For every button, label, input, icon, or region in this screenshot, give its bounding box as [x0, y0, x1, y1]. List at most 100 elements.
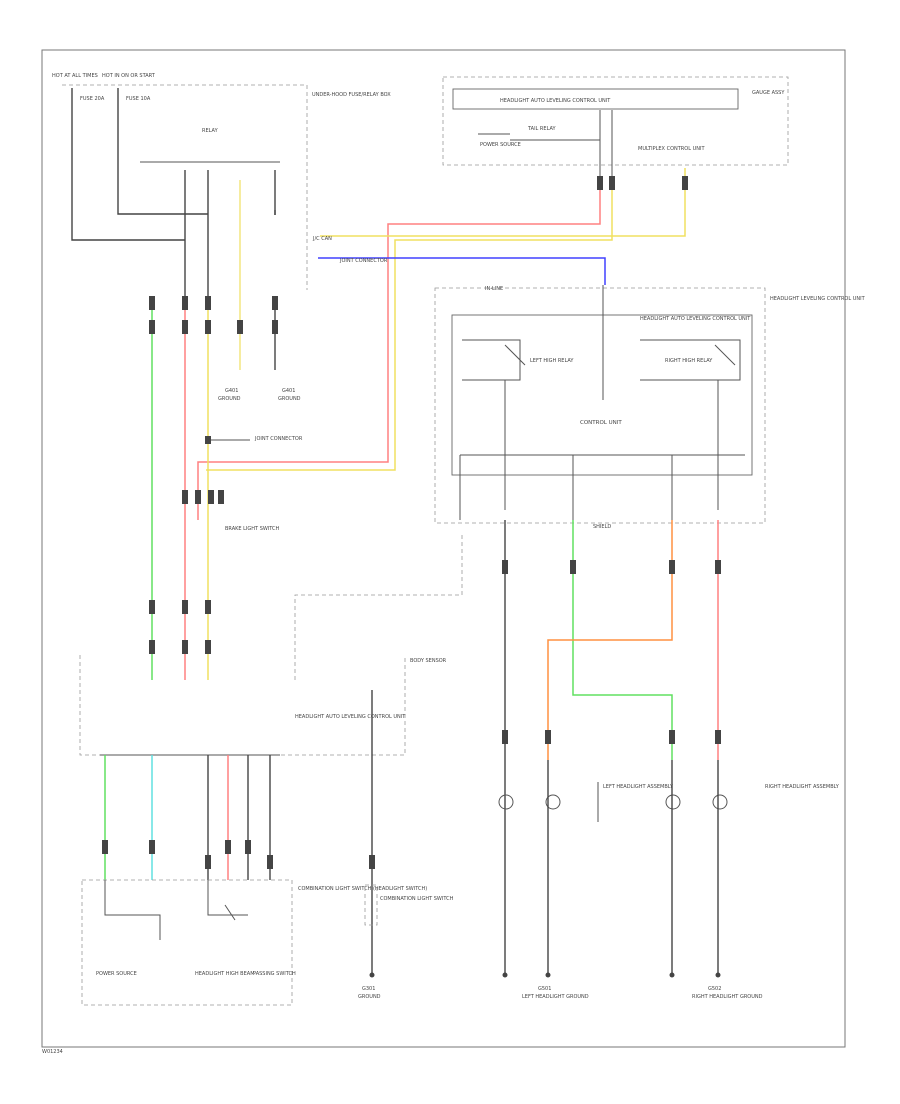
gauge-power-label: POWER SOURCE [480, 142, 521, 148]
conn-gauge-2 [609, 176, 615, 190]
ground-left-sub-label: GROUND [358, 994, 381, 1000]
wire-yellow-gauge [206, 180, 613, 471]
conn-l12 [205, 600, 211, 614]
wire-red-gauge [197, 180, 601, 520]
under-hood-box-label: UNDER-HOOD FUSE/RELAY BOX [312, 92, 391, 98]
mid-right-relay-label: RIGHT HIGH RELAY [665, 358, 713, 364]
bottom-sw1-label: POWER SOURCE [96, 971, 137, 977]
dotted-sensor-line [294, 535, 463, 680]
relay-right-switch [714, 344, 736, 366]
wire-orange-mid [547, 520, 673, 760]
conn-l3 [205, 296, 211, 310]
conn-l15 [205, 640, 211, 654]
can-splice-label: J/C CAN [312, 236, 332, 242]
conn-l13 [149, 640, 155, 654]
ground-m3-icon [669, 972, 675, 978]
wire-hot-left [71, 88, 185, 241]
conn-l8 [182, 320, 188, 334]
hot-in-run-label: HOT IN ON OR START [102, 73, 156, 79]
left-headlight-label: LEFT HEADLIGHT ASSEMBLY [603, 784, 674, 790]
sw-splice-box [364, 884, 378, 926]
conn-l11 [182, 600, 188, 614]
sw-path-1 [104, 880, 161, 940]
left-low-bulb-icon [498, 794, 514, 810]
conn-l6 [272, 320, 278, 334]
right-headlight-label: RIGHT HEADLIGHT ASSEMBLY [765, 784, 840, 790]
gauge-side-label: GAUGE ASSY [752, 90, 785, 96]
conn-l14 [182, 640, 188, 654]
conn-l7 [149, 320, 155, 334]
conn-j2 [195, 490, 201, 504]
leveling-inner-box [451, 314, 753, 476]
footer-code: W01234 [42, 1049, 63, 1055]
wire-yellow-multi [320, 168, 686, 237]
conn-gauge-1 [597, 176, 603, 190]
conn-s4 [225, 840, 231, 854]
right-low-bulb-icon [665, 794, 681, 810]
gauge-tail-label: TAIL RELAY [527, 126, 557, 132]
can-splice-sub-label: JOINT CONNECTOR [339, 258, 388, 264]
relay-right-coil [640, 339, 741, 381]
ground-right-sub-label: RIGHT HEADLIGHT GROUND [692, 994, 763, 1000]
conn-l1 [149, 296, 155, 310]
conn-l9 [205, 320, 211, 334]
conn-h2 [545, 730, 551, 744]
mid-left-relay-label: LEFT HIGH RELAY [530, 358, 574, 364]
wire-green-mid [572, 520, 673, 760]
conn-s6 [267, 855, 273, 869]
conn-m1 [502, 560, 508, 574]
conn-s7 [369, 855, 375, 869]
leveling-side-label: IN-LINE [485, 286, 503, 292]
relay-left-coil [462, 339, 521, 381]
right-high-bulb-icon [712, 794, 728, 810]
conn-m3 [669, 560, 675, 574]
conn-j4 [218, 490, 224, 504]
wire-hot-run [117, 88, 208, 215]
ground-mid-label: G501 [538, 986, 551, 992]
conn-m4 [715, 560, 721, 574]
joint-conn-2-label: BRAKE LIGHT SWITCH [225, 526, 280, 532]
conn-s2 [149, 840, 155, 854]
g-left-label: G401 [225, 388, 238, 394]
conn-l4 [272, 296, 278, 310]
g-left-sub-label: GROUND [218, 396, 241, 402]
ground-left-label: G301 [362, 986, 375, 992]
gauge-inner-label: HEADLIGHT AUTO LEVELING CONTROL UNIT [500, 98, 611, 104]
conn-j1 [182, 490, 188, 504]
g-right-label: G401 [282, 388, 295, 394]
leveling-module-box [434, 287, 766, 524]
ground-right-icon [715, 972, 721, 978]
fuse-right-label: FUSE 10A [126, 96, 151, 102]
conn-s5 [245, 840, 251, 854]
bottom-sw2-label: HEADLIGHT HIGH BEAM [195, 971, 255, 977]
sw-contact [224, 904, 236, 921]
wire-blue-can [318, 257, 606, 285]
conn-m2 [570, 560, 576, 574]
ground-left-icon [369, 972, 375, 978]
dc-shunt-label: SHIELD [593, 524, 611, 530]
mid-control-label: CONTROL UNIT [580, 420, 622, 426]
conn-l5 [237, 320, 243, 334]
relay-left-switch [504, 344, 526, 366]
conn-s3 [205, 855, 211, 869]
sw-box-label: COMBINATION LIGHT SWITCH [380, 896, 454, 902]
headlight-switch-box-label: COMBINATION LIGHT SWITCH (HEADLIGHT SWIT… [298, 886, 427, 892]
leveling-unit-left-label: HEADLIGHT AUTO LEVELING CONTROL UNIT [640, 316, 751, 322]
headlight-leveling-box [79, 655, 406, 756]
conn-s1 [102, 840, 108, 854]
bottom-conn-label: BODY SENSOR [410, 658, 447, 664]
gauge-inner-box [452, 88, 739, 110]
fuse-left-label: FUSE 20A [80, 96, 105, 102]
under-hood-box-outline [62, 84, 308, 290]
conn-h1 [502, 730, 508, 744]
gauge-multi-label: MULTIPLEX CONTROL UNIT [638, 146, 705, 152]
headlight-switch-box [81, 879, 293, 1006]
diagram-frame [41, 49, 846, 1048]
hot-at-all-times-label: HOT AT ALL TIMES [52, 73, 98, 79]
conn-h3 [669, 730, 675, 744]
relay-label: RELAY [202, 128, 219, 134]
conn-gauge-3 [682, 176, 688, 190]
sw-path-2 [207, 880, 248, 916]
